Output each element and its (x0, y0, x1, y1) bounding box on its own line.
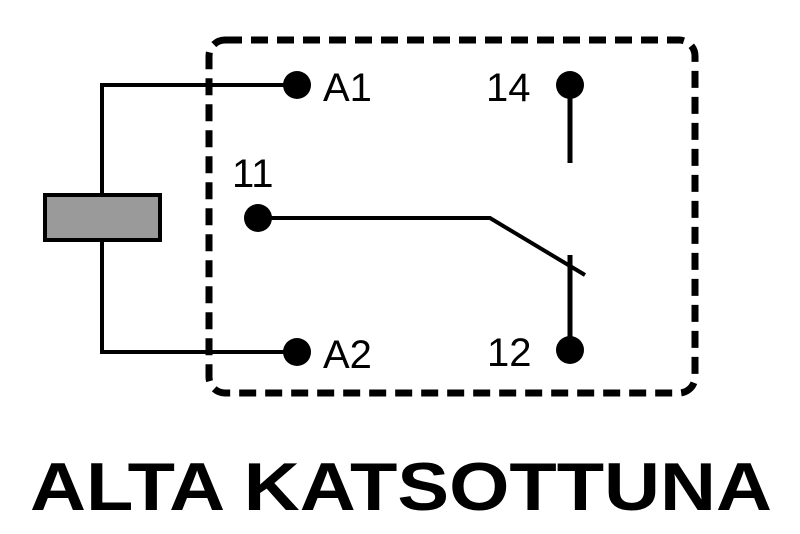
caption: ALTA KATSOTTUNA (30, 449, 772, 525)
terminal-14-label: 14 (486, 66, 531, 110)
relay-housing-outline (205, 36, 699, 397)
terminal-12-label: 12 (487, 331, 532, 375)
terminal-a1-dot (283, 71, 311, 99)
terminal-11-label: 11 (232, 152, 274, 196)
terminal-a1-label: A1 (323, 66, 372, 110)
terminal-a2-label: A2 (323, 333, 372, 377)
coil-symbol (43, 193, 162, 242)
coil-wiring (100, 83, 297, 354)
switch-arm (258, 216, 587, 277)
terminal-a2-dot (283, 338, 311, 366)
